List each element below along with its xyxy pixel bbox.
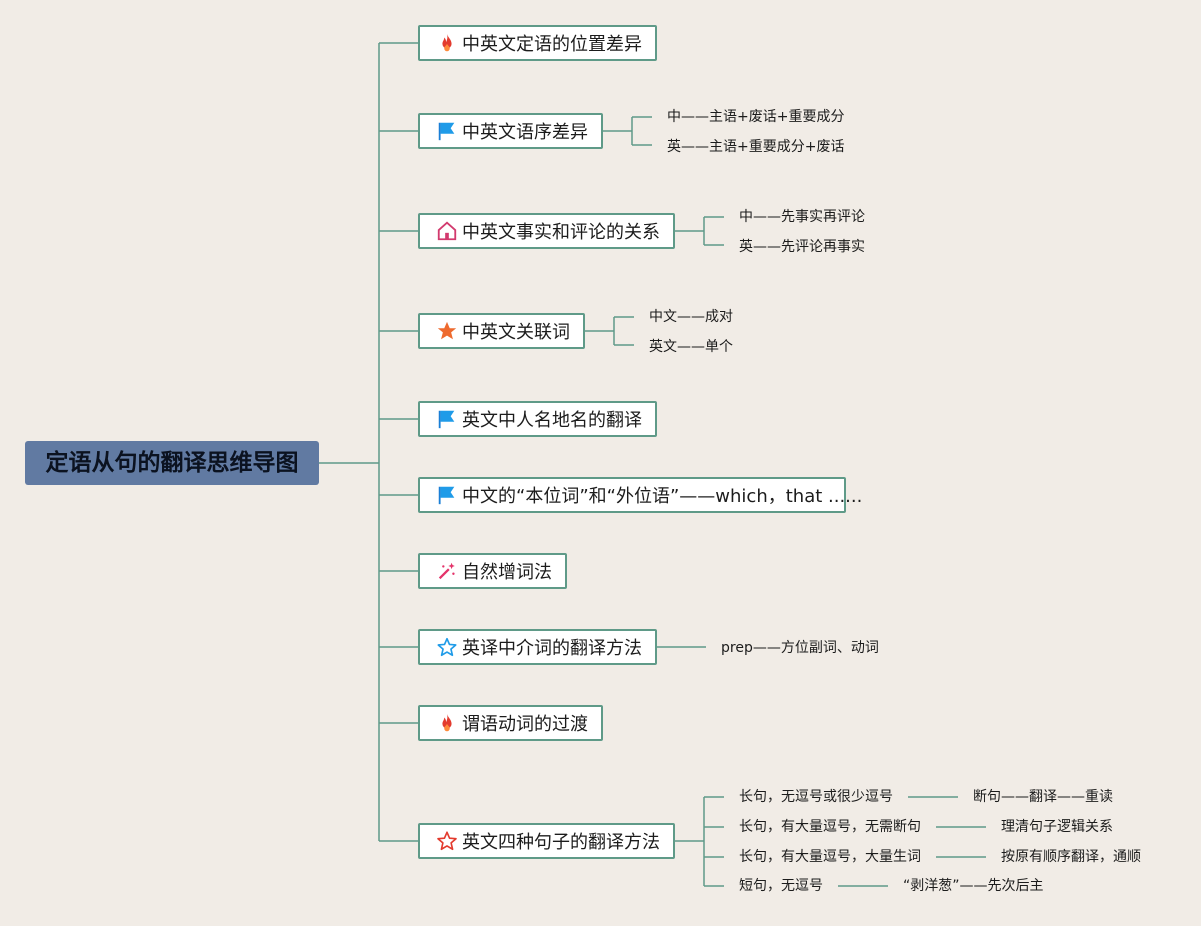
topic-label: 自然增词法 [462, 562, 552, 583]
topic-label: 中英文关联词 [462, 322, 570, 343]
subtopic[interactable]: 短句，无逗号 [739, 878, 823, 894]
topic-10[interactable]: 英文四种句子的翻译方法 [418, 823, 675, 859]
red-outline-star-icon [436, 830, 458, 852]
topic-1[interactable]: 中英文定语的位置差异 [418, 25, 657, 61]
blue-flag-icon [436, 484, 458, 506]
topic-label: 中文的“本位词”和“外位语”——which，that ...... [462, 486, 863, 507]
subtopic-result[interactable]: 理清句子逻辑关系 [1001, 819, 1113, 835]
topic-4[interactable]: 中英文关联词 [418, 313, 585, 349]
topic-label: 中英文定语的位置差异 [462, 34, 642, 55]
subtopic-result[interactable]: 按原有顺序翻译，通顺 [1001, 849, 1141, 865]
subtopic[interactable]: 长句，无逗号或很少逗号 [739, 789, 893, 805]
topic-label: 中英文事实和评论的关系 [462, 222, 660, 243]
subtopic[interactable]: 长句，有大量逗号，大量生词 [739, 849, 921, 865]
fire-icon [436, 32, 458, 54]
topic-label: 谓语动词的过渡 [462, 714, 588, 735]
subtopic[interactable]: 中文——成对 [649, 309, 733, 325]
subtopic-result[interactable]: “剥洋葱”——先次后主 [903, 878, 1044, 894]
subtopic[interactable]: 中——先事实再评论 [739, 209, 865, 225]
outline-star-icon [436, 636, 458, 658]
topic-6[interactable]: 中文的“本位词”和“外位语”——which，that ...... [418, 477, 862, 513]
topic-9[interactable]: 谓语动词的过渡 [418, 705, 603, 741]
topic-label: 英文四种句子的翻译方法 [462, 832, 660, 853]
root-topic[interactable]: 定语从句的翻译思维导图 [25, 441, 319, 485]
topic-label: 英译中介词的翻译方法 [462, 638, 642, 659]
subtopic[interactable]: 长句，有大量逗号，无需断句 [739, 819, 921, 835]
topic-7[interactable]: 自然增词法 [418, 553, 567, 589]
magic-wand-icon [436, 560, 458, 582]
blue-flag-icon [436, 408, 458, 430]
subtopic[interactable]: 英——先评论再事实 [739, 239, 865, 255]
subtopic[interactable]: 英文——单个 [649, 339, 733, 355]
subtopic[interactable]: 中——主语+废话+重要成分 [667, 109, 845, 125]
topic-5[interactable]: 英文中人名地名的翻译 [418, 401, 657, 437]
subtopic-result[interactable]: 断句——翻译——重读 [973, 789, 1113, 805]
topic-8[interactable]: 英译中介词的翻译方法 [418, 629, 657, 665]
subtopic[interactable]: 英——主语+重要成分+废话 [667, 139, 845, 155]
blue-flag-icon [436, 120, 458, 142]
subtopic[interactable]: prep——方位副词、动词 [721, 639, 879, 657]
orange-star-icon [436, 320, 458, 342]
subtopic-label: prep——方位副词、动词 [721, 640, 879, 656]
topic-2[interactable]: 中英文语序差异 [418, 113, 603, 149]
topic-label: 中英文语序差异 [462, 122, 588, 143]
house-icon [436, 220, 458, 242]
topic-label: 英文中人名地名的翻译 [462, 410, 642, 431]
topic-3[interactable]: 中英文事实和评论的关系 [418, 213, 675, 249]
fire-icon [436, 712, 458, 734]
